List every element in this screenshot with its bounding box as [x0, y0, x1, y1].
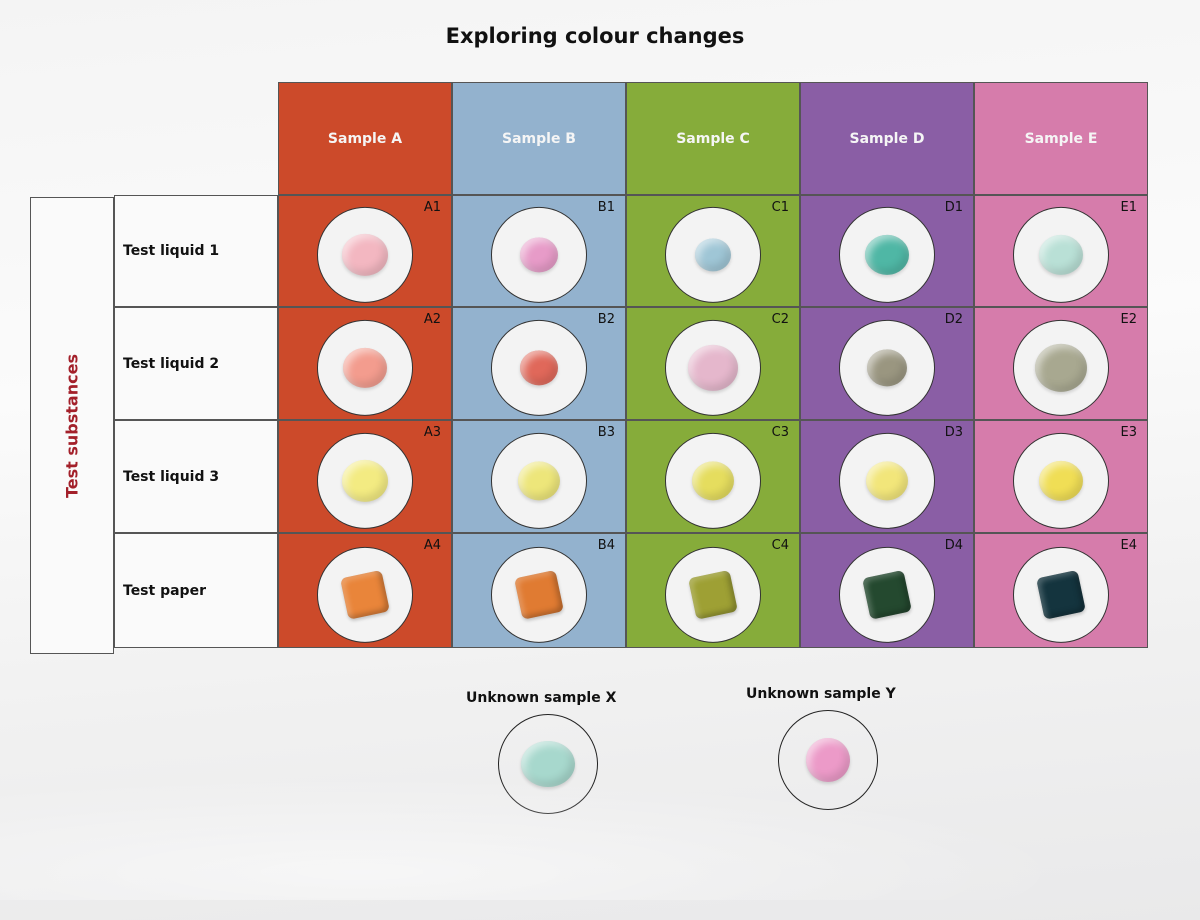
cell-d4: D4 — [800, 533, 974, 648]
cell-e2: E2 — [974, 307, 1148, 420]
unknown-sample-y-drop — [806, 738, 850, 782]
sample-well — [491, 546, 587, 643]
cell-id-label: A2 — [423, 312, 441, 327]
cell-id-label: C1 — [771, 200, 789, 215]
cell-e1: E1 — [974, 195, 1148, 307]
unknown-sample-x-drop — [521, 741, 575, 787]
cell-id-label: D3 — [944, 425, 963, 440]
liquid-drop — [520, 349, 558, 385]
cell-b4: B4 — [452, 533, 626, 648]
liquid-drop — [865, 234, 909, 275]
test-paper-square — [862, 569, 912, 620]
liquid-drop — [695, 238, 731, 272]
row-label-4: Test paper — [114, 533, 278, 648]
row-label-1: Test liquid 1 — [114, 195, 278, 307]
liquid-drop — [1039, 460, 1083, 501]
cell-id-label: A4 — [423, 538, 441, 553]
sample-well — [317, 319, 413, 416]
row-label-2: Test liquid 2 — [114, 307, 278, 420]
sample-well — [317, 546, 413, 643]
test-paper-square — [1036, 569, 1086, 620]
liquid-drop — [343, 347, 387, 388]
unknown-sample-y-label: Unknown sample Y — [746, 686, 896, 702]
sample-well — [1013, 432, 1109, 529]
sample-well — [665, 546, 761, 643]
sample-well — [1013, 206, 1109, 303]
cell-e4: E4 — [974, 533, 1148, 648]
liquid-drop — [688, 344, 738, 391]
liquid-drop — [866, 460, 908, 500]
column-header-d: Sample D — [800, 82, 974, 195]
liquid-drop — [518, 460, 560, 500]
liquid-drop — [342, 459, 388, 502]
liquid-drop — [1035, 343, 1087, 392]
unknown-sample-x-label: Unknown sample X — [466, 690, 617, 706]
sample-well — [665, 319, 761, 416]
cell-id-label: E3 — [1120, 425, 1138, 440]
sample-well — [665, 432, 761, 529]
cell-id-label: C3 — [771, 425, 789, 440]
liquid-drop — [1039, 234, 1083, 275]
cell-d1: D1 — [800, 195, 974, 307]
cell-a1: A1 — [278, 195, 452, 307]
sample-well — [491, 206, 587, 303]
cell-b3: B3 — [452, 420, 626, 533]
cell-id-label: E1 — [1120, 200, 1138, 215]
cell-id-label: B2 — [597, 312, 615, 327]
cell-c3: C3 — [626, 420, 800, 533]
cell-d3: D3 — [800, 420, 974, 533]
liquid-drop — [692, 460, 734, 500]
sample-well — [839, 319, 935, 416]
cell-id-label: D4 — [944, 538, 963, 553]
sample-well — [839, 546, 935, 643]
cell-b1: B1 — [452, 195, 626, 307]
sample-well — [665, 206, 761, 303]
test-paper-square — [340, 569, 390, 620]
side-label-box: Test substances — [30, 197, 114, 654]
sample-well — [1013, 546, 1109, 643]
cell-a2: A2 — [278, 307, 452, 420]
column-header-e: Sample E — [974, 82, 1148, 195]
cell-id-label: A3 — [423, 425, 441, 440]
page-title: Exploring colour changes — [445, 24, 745, 48]
cell-c2: C2 — [626, 307, 800, 420]
row-label-3: Test liquid 3 — [114, 420, 278, 533]
cell-c1: C1 — [626, 195, 800, 307]
cell-id-label: E2 — [1120, 312, 1138, 327]
column-header-b: Sample B — [452, 82, 626, 195]
sample-well — [491, 319, 587, 416]
cell-d2: D2 — [800, 307, 974, 420]
cell-id-label: C2 — [771, 312, 789, 327]
column-header-c: Sample C — [626, 82, 800, 195]
sample-well — [1013, 319, 1109, 416]
cell-a3: A3 — [278, 420, 452, 533]
liquid-drop — [520, 237, 558, 273]
sample-well — [839, 432, 935, 529]
test-paper-square — [514, 569, 564, 620]
cell-id-label: B3 — [597, 425, 615, 440]
cell-id-label: A1 — [423, 200, 441, 215]
unknown-sample-y-well — [778, 710, 878, 810]
sample-well — [839, 206, 935, 303]
liquid-drop — [342, 233, 388, 276]
cell-id-label: D1 — [944, 200, 963, 215]
cell-b2: B2 — [452, 307, 626, 420]
cell-id-label: C4 — [771, 538, 789, 553]
sample-well — [491, 432, 587, 529]
sample-well — [317, 432, 413, 529]
cell-e3: E3 — [974, 420, 1148, 533]
sample-well — [317, 206, 413, 303]
unknown-sample-x-well — [498, 714, 598, 814]
test-paper-square — [688, 569, 738, 620]
cell-c4: C4 — [626, 533, 800, 648]
cell-id-label: D2 — [944, 312, 963, 327]
cell-id-label: B1 — [597, 200, 615, 215]
cell-a4: A4 — [278, 533, 452, 648]
liquid-drop — [867, 348, 907, 386]
cell-id-label: B4 — [597, 538, 615, 553]
column-header-a: Sample A — [278, 82, 452, 195]
cell-id-label: E4 — [1120, 538, 1138, 553]
